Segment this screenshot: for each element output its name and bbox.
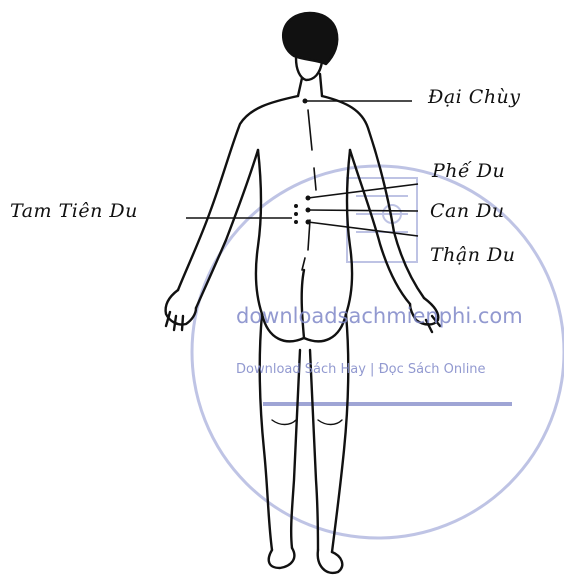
body-figure: [166, 13, 440, 573]
right-foot: [318, 550, 343, 573]
left-foot: [269, 548, 295, 568]
label-tam-tien-du: Tam Tiên Du: [10, 200, 138, 222]
label-than-du: Thận Du: [430, 244, 515, 266]
leader-can-du: [308, 210, 418, 211]
leader-than-du: [308, 222, 418, 236]
head-hair: [283, 13, 337, 64]
spine: [302, 110, 316, 270]
left-hand: [166, 290, 196, 325]
label-phe-du: Phế Du: [432, 160, 505, 182]
label-dai-chuy: Đại Chùy: [428, 86, 521, 108]
watermark-logo: [192, 166, 564, 538]
acupoint-tam-tien-du-3: [294, 220, 298, 224]
acupoint-tam-tien-du-1: [294, 204, 298, 208]
watermark-tagline: Download Sách Hay | Đọc Sách Online: [236, 362, 486, 377]
label-can-du: Can Du: [430, 200, 505, 222]
acupoint-tam-tien-du-2: [294, 212, 298, 216]
watermark-site: downloadsachmienphi.com: [236, 304, 523, 328]
